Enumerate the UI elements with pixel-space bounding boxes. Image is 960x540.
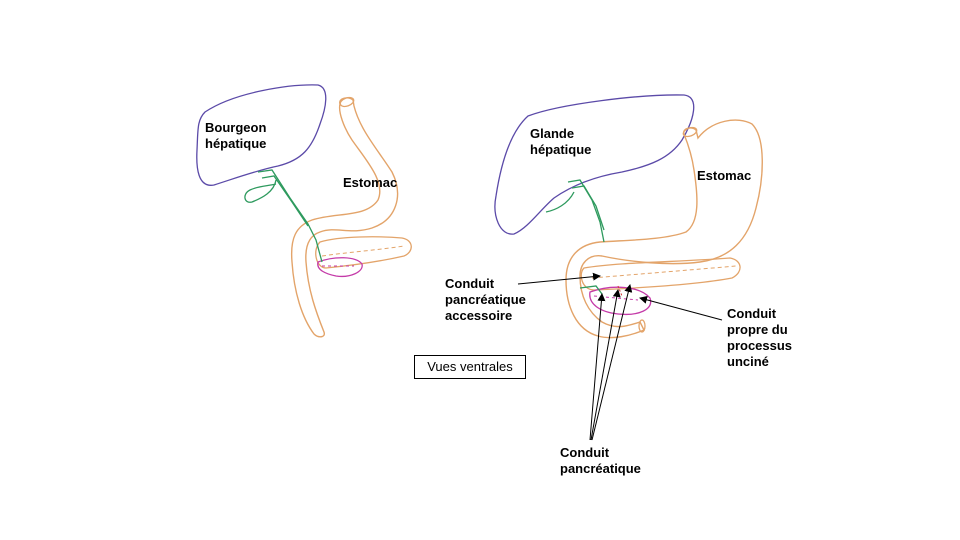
arrow-pancreatic-duct-3 <box>591 284 633 441</box>
arrow-uncinate-duct <box>639 295 723 321</box>
right-figure <box>494 94 763 339</box>
gallbladder-right <box>545 191 575 213</box>
left-figure <box>196 84 412 338</box>
label-accessoire-line2: pancréatique <box>445 292 526 307</box>
stomach-left-shape <box>290 97 399 338</box>
label-bourgeon-hepatique: Bourgeon hépatique <box>205 120 266 152</box>
label-conduit-accessoire: Conduit pancréatique accessoire <box>445 276 526 324</box>
pancreatic-duct-dashed-left <box>321 245 405 257</box>
label-glande-line1: Glande <box>530 126 575 141</box>
vues-ventrales-box: Vues ventrales <box>414 355 526 379</box>
arrow-accessory-duct <box>517 272 601 285</box>
label-estomac-left: Estomac <box>343 175 398 190</box>
pancreas-body-right <box>580 257 741 291</box>
label-accessoire-line1: Conduit <box>445 276 495 291</box>
label-glande-hepatique: Glande hépatique <box>530 126 591 158</box>
duodenum-end-right <box>638 319 646 333</box>
hepatic-bud-shape <box>196 84 327 186</box>
label-bourgeon-line2: hépatique <box>205 136 267 151</box>
bile-duct-left <box>257 169 323 263</box>
bile-duct-left-2 <box>261 175 309 227</box>
pancreas-head-right <box>589 286 652 316</box>
dorsal-pancreas-left <box>315 236 412 269</box>
label-propre-line4: unciné <box>727 354 769 369</box>
label-accessoire-line3: accessoire <box>445 308 513 323</box>
label-pancreatique-line1: Conduit <box>560 445 610 460</box>
annotation-arrows <box>517 272 723 441</box>
liver-shape <box>494 94 695 235</box>
bile-duct-right-lower <box>579 285 603 295</box>
bile-duct-right-2 <box>571 185 605 231</box>
label-conduit-propre: Conduit propre du processus unciné <box>727 306 792 370</box>
esophagus-opening-right <box>682 126 698 138</box>
label-bourgeon-line1: Bourgeon <box>205 120 267 135</box>
label-propre-line3: processus <box>727 338 793 353</box>
label-pancreatique-line2: pancréatique <box>560 461 641 476</box>
label-conduit-pancreatique: Conduit pancréatique <box>560 445 641 477</box>
label-propre-line1: Conduit <box>727 306 777 321</box>
ventral-pancreas-left <box>317 257 363 278</box>
label-estomac-right: Estomac <box>697 168 752 183</box>
label-glande-line2: hépatique <box>530 142 592 157</box>
arrow-pancreatic-duct-1 <box>589 293 606 441</box>
label-propre-line2: propre du <box>727 322 788 337</box>
gallbladder-left <box>244 179 277 203</box>
esophagus-opening-left <box>339 96 355 108</box>
pancreatic-duct-dashed-right <box>591 265 737 279</box>
arrow-pancreatic-duct-2 <box>590 289 621 441</box>
